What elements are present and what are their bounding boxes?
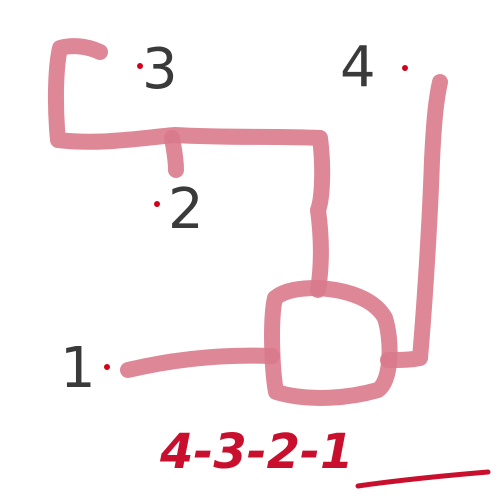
- answer-sequence: 4-3-2-1: [159, 424, 353, 480]
- node-dot-3: [137, 63, 143, 69]
- drawn-path: [47, 38, 448, 406]
- node-dots: [104, 63, 408, 370]
- node-dot-2: [154, 201, 160, 207]
- path-segment-branch: [164, 130, 184, 178]
- node-label-1: 1: [60, 336, 96, 401]
- path-segment-top-loop: [47, 38, 331, 298]
- node-label-4: 4: [340, 35, 376, 100]
- node-dot-1: [104, 364, 110, 370]
- node-label-3: 3: [142, 37, 178, 102]
- path-segment-right: [380, 74, 448, 368]
- node-label-2: 2: [168, 177, 204, 242]
- path-segment-bottom-left: [120, 347, 280, 378]
- node-dot-4: [402, 65, 408, 71]
- answer-block: 4-3-2-1: [159, 424, 491, 489]
- path-segment-box: [264, 280, 398, 406]
- answer-underline: [355, 469, 491, 489]
- node-labels: 3 4 2 1: [60, 35, 376, 401]
